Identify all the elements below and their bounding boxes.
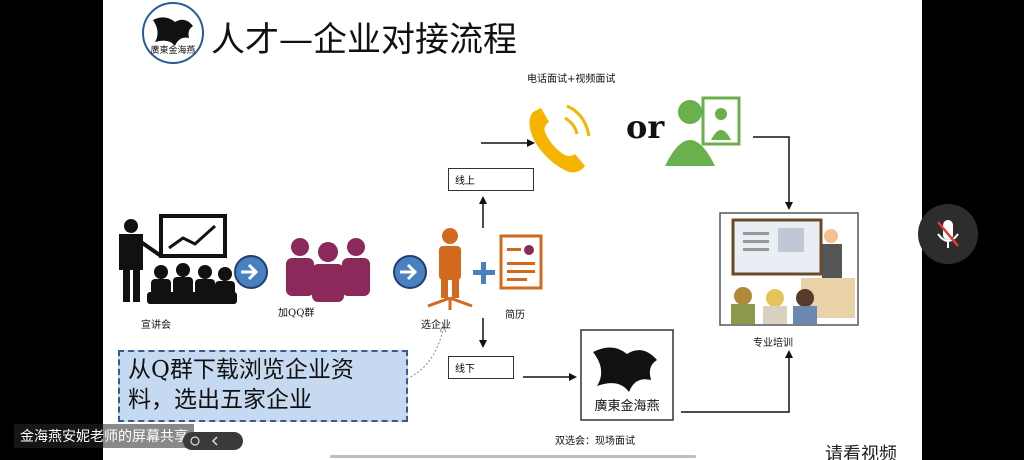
video-interview-icon bbox=[665, 96, 741, 166]
slide-graphics: 廣東金海燕 bbox=[119, 2, 859, 421]
mic-off-icon bbox=[937, 220, 959, 248]
chevron-left-icon bbox=[211, 436, 218, 446]
jinhaiyan-logo-icon bbox=[580, 329, 674, 421]
more-options-button[interactable] bbox=[183, 432, 243, 450]
online-box: 线上 bbox=[448, 168, 534, 191]
group-people-icon bbox=[286, 238, 370, 302]
resume-icon bbox=[499, 234, 543, 290]
training-image bbox=[719, 212, 859, 326]
mic-muted-button[interactable] bbox=[918, 204, 978, 264]
offline-box: 线下 bbox=[448, 356, 514, 379]
logo-text: 廣東金海燕 bbox=[150, 44, 195, 56]
slide: 廣東金海燕 bbox=[103, 0, 922, 460]
choose-company-label: 选企业 bbox=[421, 320, 451, 331]
qq-group-label: 加QQ群 bbox=[278, 308, 315, 319]
arrow-right-icon bbox=[393, 255, 427, 289]
person-choose-icon bbox=[427, 228, 473, 310]
jinhaiyan-logo-text: 廣東金海燕 bbox=[594, 398, 659, 414]
phone-icon bbox=[529, 104, 591, 173]
screen-share-caption: 金海燕安妮老师的屏幕共享 bbox=[14, 424, 194, 448]
phone-video-label: 电话面试+视频面试 bbox=[527, 74, 616, 85]
arrow-right-icon bbox=[234, 255, 268, 289]
scrollbar[interactable] bbox=[330, 455, 696, 458]
callout-box: 从Q群下载浏览企业资料，选出五家企业 bbox=[118, 350, 408, 422]
logo-icon bbox=[142, 2, 204, 64]
page-title: 人才—企业对接流程 bbox=[211, 20, 517, 60]
lecture-icon bbox=[119, 214, 237, 304]
plus-icon bbox=[473, 262, 495, 284]
watch-video-label: 请看视频 bbox=[825, 444, 897, 460]
resume-label: 简历 bbox=[505, 310, 525, 321]
lecture-label: 宣讲会 bbox=[141, 320, 171, 331]
training-label: 专业培训 bbox=[753, 338, 793, 349]
or-label: or bbox=[626, 108, 665, 146]
job-fair-label: 双选会：现场面试 bbox=[555, 436, 635, 447]
